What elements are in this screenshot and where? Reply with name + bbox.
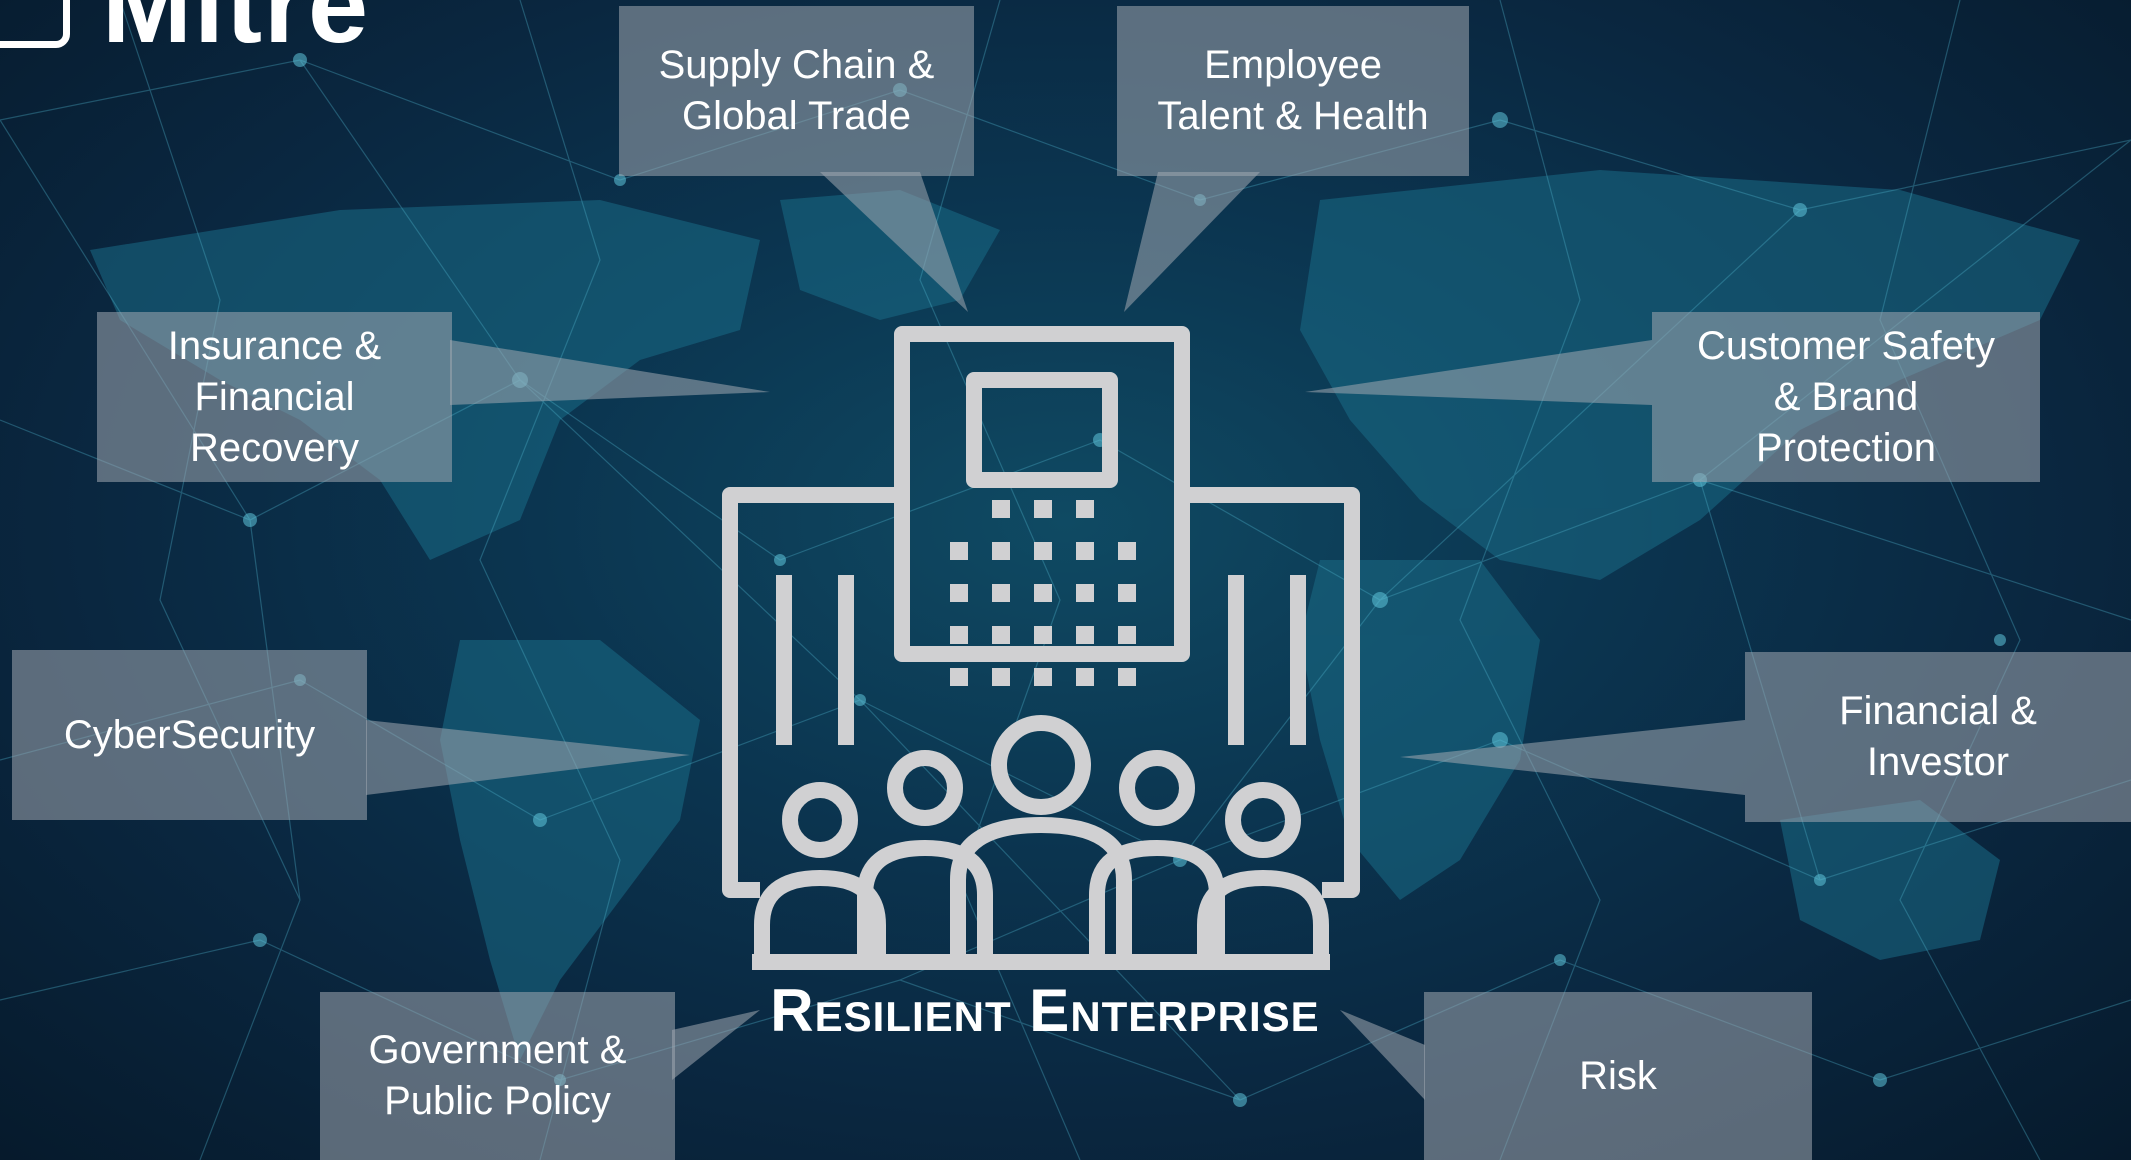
box-supply-chain: Supply Chain & Global Trade — [619, 6, 974, 176]
logo-text: Mitre — [102, 0, 371, 65]
diagram-title: Resilient Enterprise — [770, 977, 1320, 1044]
logo-frame-icon — [0, 0, 70, 48]
box-government: Government & Public Policy — [320, 992, 675, 1160]
box-insurance: Insurance & Financial Recovery — [97, 312, 452, 482]
window-grid — [950, 500, 1136, 686]
network-nodes — [243, 53, 2006, 1107]
box-risk: Risk — [1424, 992, 1812, 1160]
box-employee: Employee Talent & Health — [1117, 6, 1469, 176]
box-customer-safety: Customer Safety & Brand Protection — [1652, 312, 2040, 482]
box-cybersecurity: CyberSecurity — [12, 650, 367, 820]
enterprise-building-people-icon — [722, 326, 1360, 970]
people-group — [752, 715, 1330, 970]
box-financial: Financial & Investor — [1745, 652, 2131, 822]
